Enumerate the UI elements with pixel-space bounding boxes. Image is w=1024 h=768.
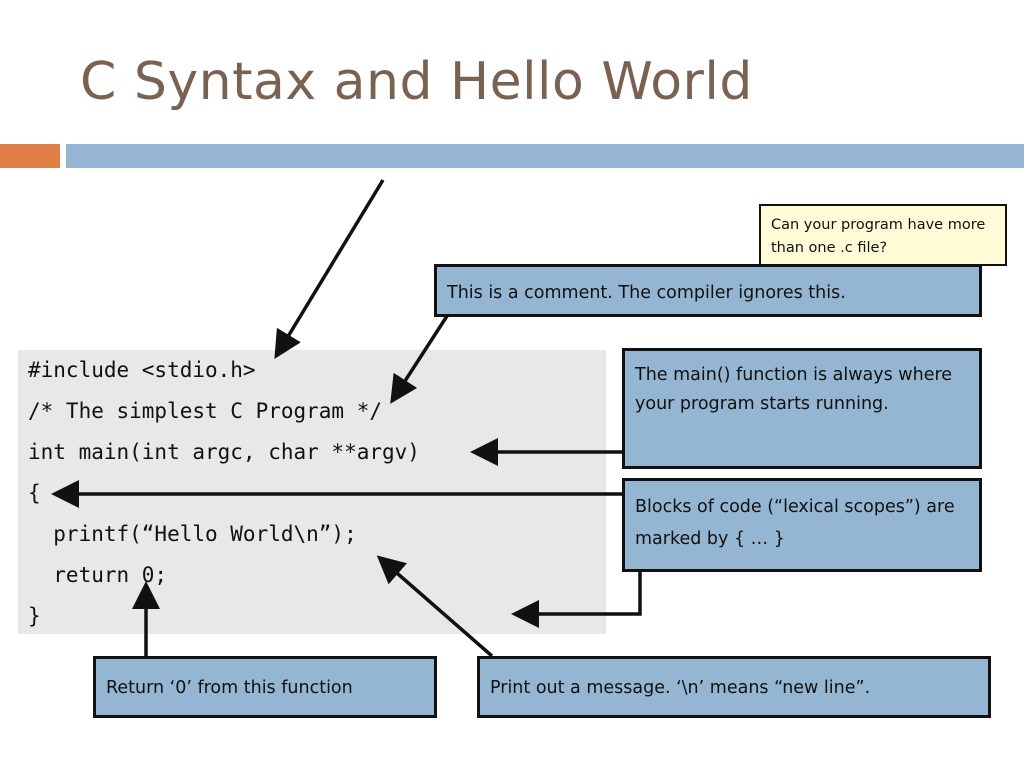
- code-line-open-brace: {: [28, 481, 41, 505]
- arrow-comment: [390, 315, 449, 404]
- callout-multiple-files: Can your program have more than one .c f…: [759, 204, 1007, 266]
- arrow-close-brace: [511, 572, 642, 628]
- code-line-main-signature: int main(int argc, char **argv): [28, 440, 420, 464]
- code-line-comment: /* The simplest C Program */: [28, 399, 383, 423]
- code-line-printf: printf(“Hello World\n”);: [28, 522, 357, 546]
- slide-title: C Syntax and Hello World: [80, 52, 753, 112]
- callout-main-function: The main() function is always where your…: [622, 348, 982, 469]
- code-block: #include <stdio.h> /* The simplest C Pro…: [18, 350, 606, 634]
- accent-bar-orange: [0, 144, 60, 168]
- callout-print-message: Print out a message. ‘\n’ means “new lin…: [477, 656, 991, 718]
- code-line-close-brace: }: [28, 604, 41, 628]
- callout-return-zero: Return ‘0’ from this function: [93, 656, 437, 718]
- callout-blocks: Blocks of code (“lexical scopes”) are ma…: [622, 478, 982, 572]
- accent-bar-blue: [66, 144, 1024, 168]
- callout-comment: This is a comment. The compiler ignores …: [434, 264, 982, 317]
- arrow-to-include: [274, 179, 385, 359]
- arrow-printf: [376, 555, 494, 658]
- code-line-return: return 0;: [28, 563, 168, 587]
- code-line-include: #include <stdio.h>: [28, 358, 256, 382]
